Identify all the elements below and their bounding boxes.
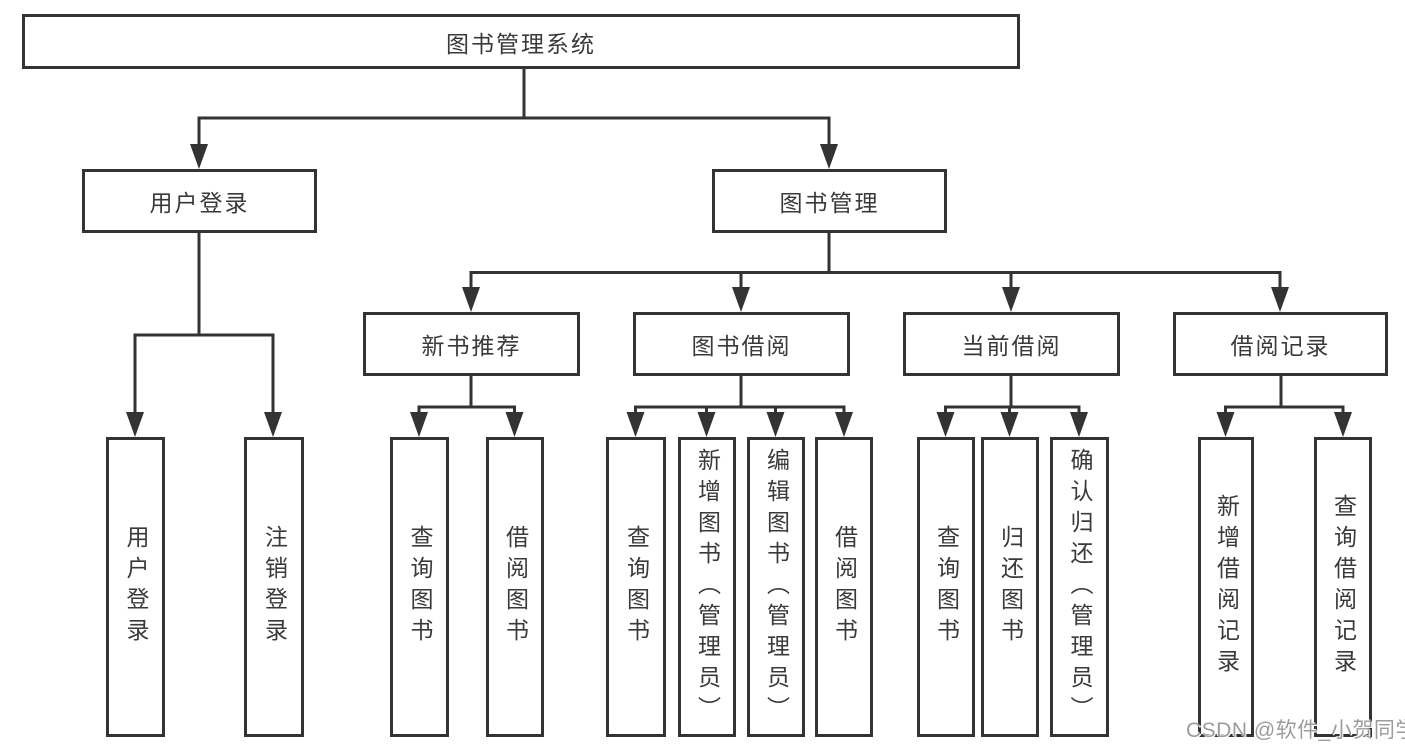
leaf-return-books-label: 归还图书 [997, 525, 1024, 649]
leaf-query-books-borrow: 查询图书 [606, 437, 666, 737]
leaf-borrow-books-recommend-label: 借阅图书 [502, 525, 529, 649]
leaf-query-books-current: 查询图书 [917, 437, 975, 737]
leaf-add-books-admin: 新增图书（管理员） [678, 437, 736, 737]
leaf-edit-books-admin-label: 编辑图书（管理员） [763, 447, 790, 727]
leaf-confirm-return-admin-label: 确认归还（管理员） [1067, 447, 1093, 727]
leaf-logout-label: 注销登录 [261, 525, 288, 649]
leaf-query-borrow-record-label: 查询借阅记录 [1330, 494, 1357, 680]
leaf-query-books-recommend-label: 查询图书 [407, 525, 433, 649]
node-library-management-system: 图书管理系统 [22, 14, 1020, 69]
leaf-add-books-admin-label: 新增图书（管理员） [694, 447, 721, 727]
node-user-login: 用户登录 [82, 169, 317, 233]
node-borrow-records: 借阅记录 [1173, 312, 1388, 376]
csdn-watermark: CSDN @软件_小贺同学 [1186, 719, 1405, 742]
leaf-borrow-books: 借阅图书 [815, 437, 873, 737]
node-book-borrow: 图书借阅 [633, 312, 850, 376]
leaf-borrow-books-recommend: 借阅图书 [486, 437, 544, 737]
leaf-query-books-current-label: 查询图书 [933, 525, 960, 649]
leaf-add-borrow-record-label: 新增借阅记录 [1213, 494, 1240, 680]
leaf-add-borrow-record: 新增借阅记录 [1198, 437, 1254, 737]
leaf-query-books-borrow-label: 查询图书 [623, 525, 650, 649]
leaf-return-books: 归还图书 [981, 437, 1039, 737]
leaf-query-borrow-record: 查询借阅记录 [1314, 437, 1372, 737]
node-current-borrow: 当前借阅 [903, 312, 1120, 376]
leaf-borrow-books-label: 借阅图书 [831, 525, 858, 649]
leaf-confirm-return-admin: 确认归还（管理员） [1050, 437, 1109, 737]
leaf-user-login: 用户登录 [106, 437, 165, 737]
leaf-edit-books-admin: 编辑图书（管理员） [747, 437, 805, 737]
leaf-query-books-recommend: 查询图书 [390, 437, 449, 737]
leaf-user-login-label: 用户登录 [123, 525, 149, 649]
node-book-management: 图书管理 [712, 169, 947, 233]
node-new-book-recommend: 新书推荐 [363, 312, 580, 376]
leaf-logout: 注销登录 [244, 437, 304, 737]
